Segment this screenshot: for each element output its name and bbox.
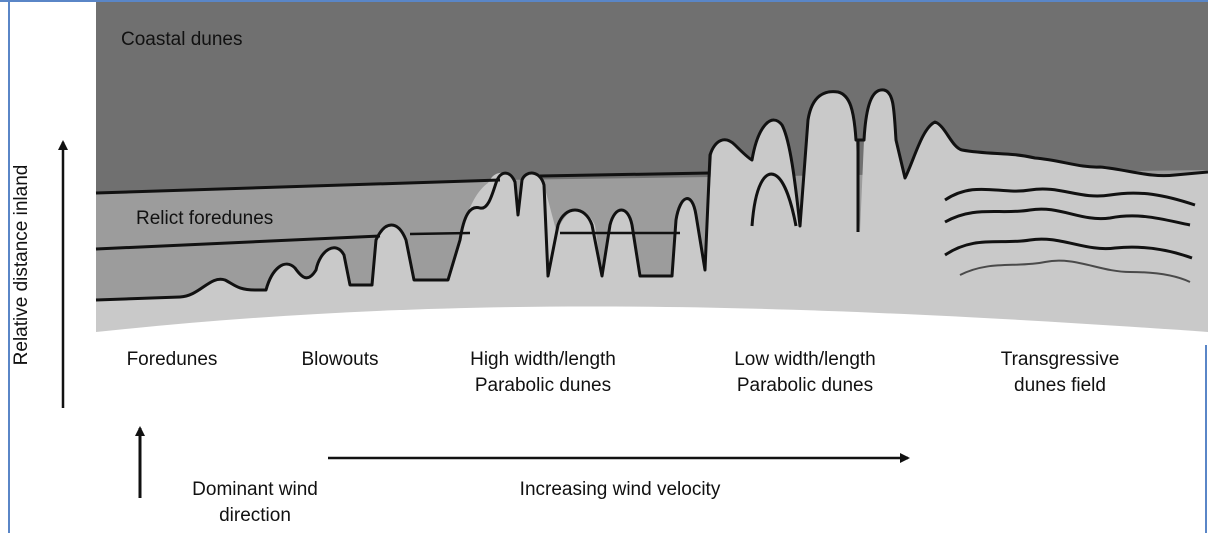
transgressive-label-2: dunes field	[1014, 375, 1106, 396]
wind-velocity-label: Increasing wind velocity	[519, 479, 721, 500]
base-curve	[96, 306, 1208, 345]
relict-top-line	[95, 178, 501, 195]
transgressive-crest-4	[959, 259, 1191, 283]
low-parabolic-label-1: Low width/length	[734, 349, 876, 370]
y-axis-label: Relative distance inland	[11, 164, 32, 366]
transgressive-crest-3	[944, 237, 1193, 260]
foredunes-label: Foredunes	[126, 349, 218, 370]
transgressive-crest-2	[944, 207, 1191, 227]
coastal-dunes-label: Coastal dunes	[121, 29, 243, 50]
blowouts-label: Blowouts	[301, 349, 379, 370]
low-parabolic-label-2: Parabolic dunes	[736, 375, 874, 396]
high-parabolic-label-2: Parabolic dunes	[474, 375, 612, 396]
parabolic-inner-arm-1	[750, 172, 798, 227]
frame-left-border	[8, 0, 10, 533]
relict-foredunes-label: Relict foredunes	[136, 208, 274, 229]
wind-direction-label-2: direction	[219, 505, 291, 526]
transgressive-crest-1	[944, 187, 1196, 207]
transgressive-label-1: Transgressive	[1000, 349, 1120, 370]
relict-top-line-right	[539, 171, 711, 178]
dune-outline	[95, 88, 1208, 302]
high-parabolic-label-1: High width/length	[470, 349, 616, 370]
relict-bottom-line	[95, 234, 381, 251]
frame-top-border	[0, 0, 1208, 2]
wind-direction-label-1: Dominant wind	[192, 479, 318, 500]
